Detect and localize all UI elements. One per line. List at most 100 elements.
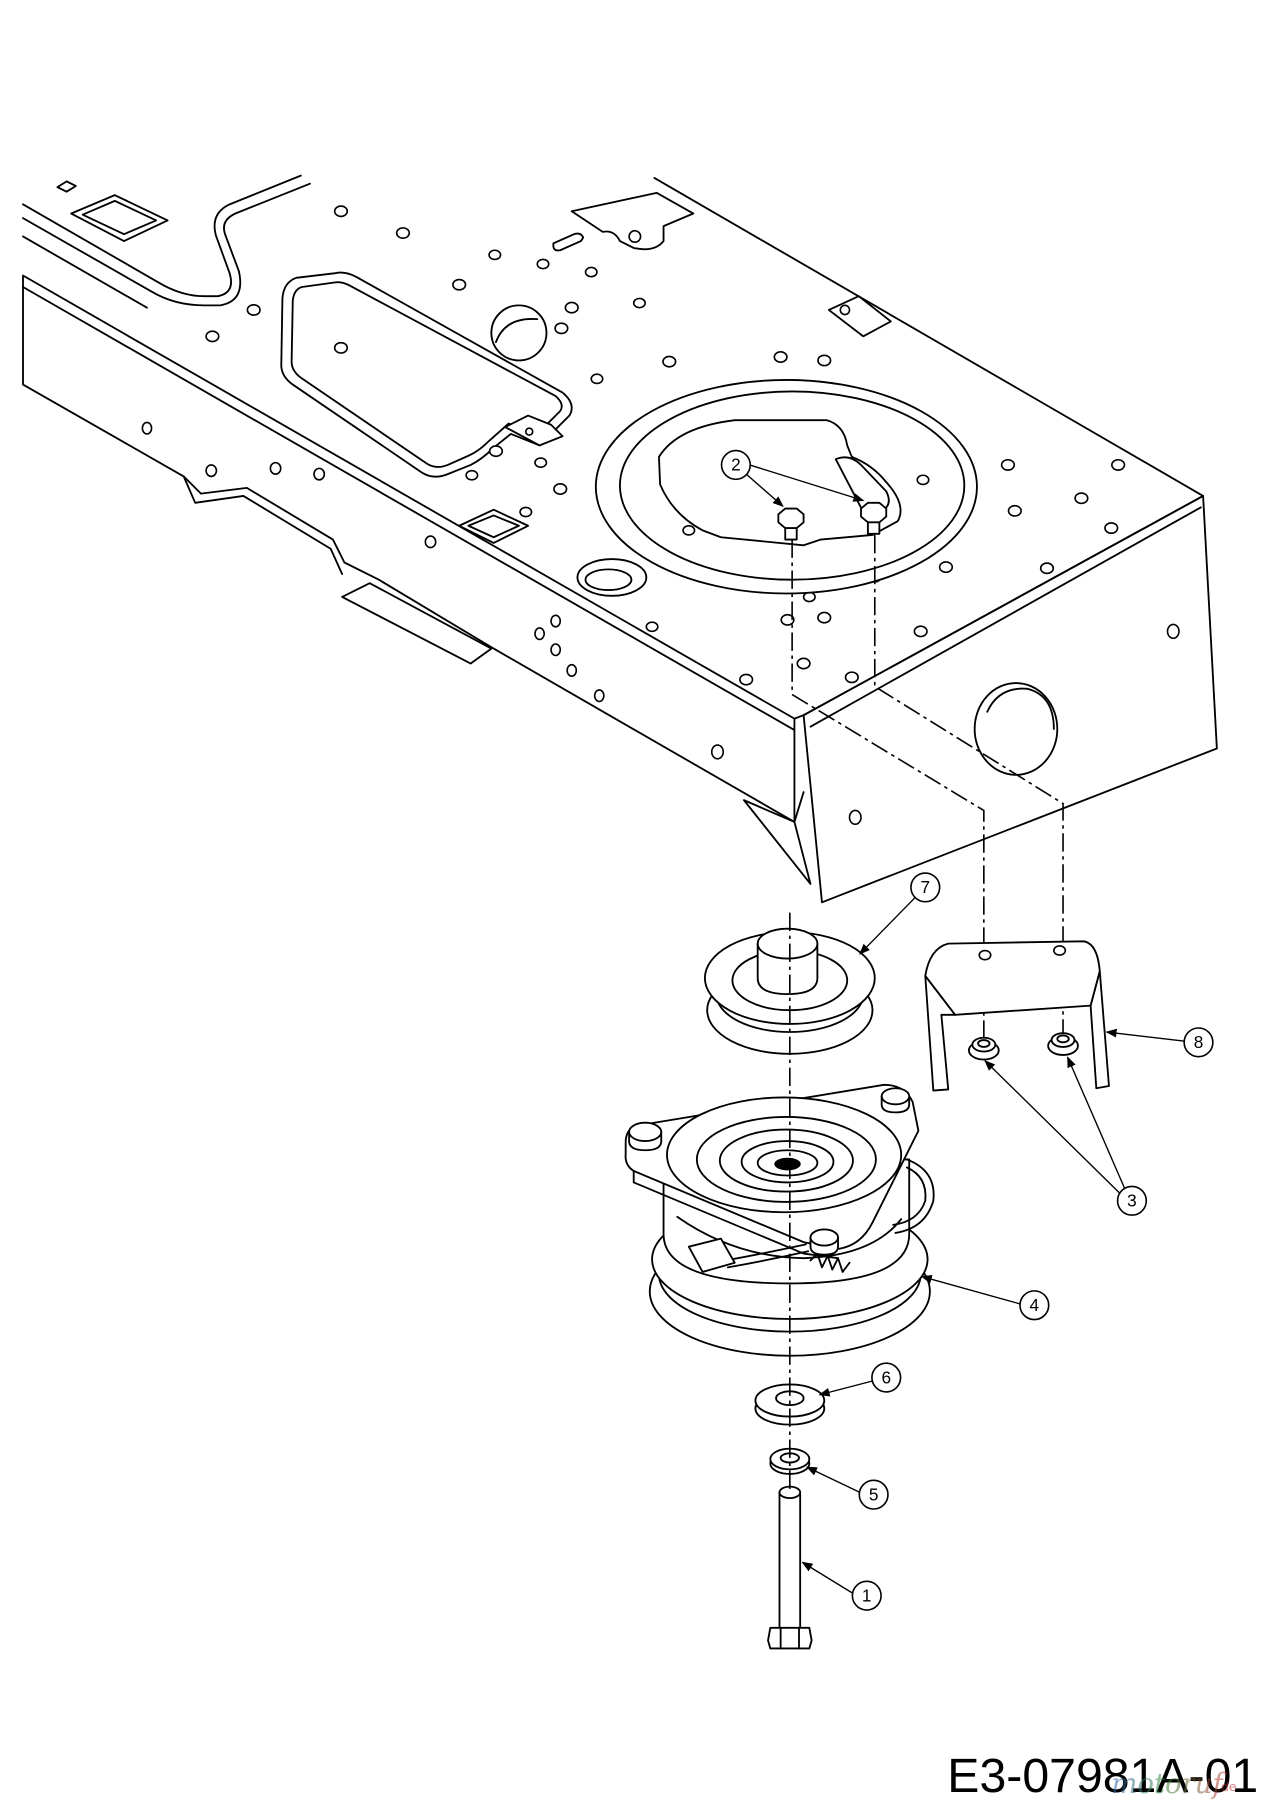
clutch-wire-loop (894, 1158, 935, 1234)
assembly-line-bolt-b (873, 534, 1064, 1039)
mount-hole (1104, 522, 1119, 535)
mount-hole (488, 445, 504, 458)
electric-clutch-4 (624, 1083, 935, 1357)
square-cutout-inner (81, 199, 158, 236)
clutch-stud-bottom (809, 1228, 839, 1256)
bolt-1 (767, 1485, 813, 1650)
callout-leader-2a (745, 473, 784, 507)
mount-hole (632, 297, 646, 309)
flange-nut-3b (1047, 1032, 1079, 1056)
bolt-shaft (778, 1491, 802, 1632)
mount-hole (1007, 504, 1022, 517)
clutch-plate-edge (632, 1170, 839, 1260)
callout-circle-3 (1116, 1185, 1148, 1216)
mount-hole (553, 483, 568, 496)
bolt-hex-head (767, 1626, 813, 1650)
bolt-hex-head (777, 507, 805, 529)
mount-hole (1039, 562, 1055, 575)
frame-side-fold-line (22, 286, 796, 732)
callout-label-6: 6 (881, 1367, 891, 1387)
callout-circle-8 (1183, 1027, 1214, 1058)
callout-label-3: 3 (1127, 1191, 1137, 1211)
bracket-hole (978, 949, 992, 961)
oval-slot-inner (584, 568, 633, 591)
mount-hole (333, 341, 349, 354)
clutch-housing-seam (676, 1215, 903, 1260)
mount-hole (848, 809, 862, 826)
small-slot (552, 232, 585, 252)
mount-hole (780, 613, 795, 626)
bolt-2a (777, 507, 805, 541)
nut-thread-hole (977, 1039, 991, 1048)
callout-leader-3b (1067, 1056, 1126, 1190)
stud-top (809, 1228, 839, 1247)
frame-corner-edge (793, 714, 805, 823)
frame-top-back-edge (653, 177, 1205, 497)
callout-leader-1 (801, 1561, 854, 1594)
small-plate-cutout (827, 295, 892, 338)
callout-label-4: 4 (1030, 1295, 1040, 1315)
mount-hole (246, 303, 261, 316)
clutch-ring-outer (695, 1116, 877, 1203)
callout-circle-7 (910, 872, 941, 903)
clutch-stud-right (880, 1087, 911, 1114)
mount-hole (913, 625, 928, 638)
mount-hole (564, 301, 579, 314)
mount-hole (519, 506, 533, 518)
mount-hole (710, 744, 725, 760)
frame-under-bracket (742, 799, 812, 885)
mount-hole (682, 524, 696, 536)
callout-label-7: 7 (920, 877, 930, 897)
callout-label-1: 1 (862, 1585, 872, 1605)
bolt-head-flats (779, 1626, 800, 1650)
callout-leader-5 (806, 1466, 861, 1493)
watermark-name: motoruf (1111, 1768, 1227, 1800)
mount-hole (645, 621, 659, 633)
callout-label-2: 2 (731, 455, 741, 475)
mount-hole (844, 671, 859, 684)
clutch-wire-inner (726, 1250, 810, 1269)
clutch-stud-left (628, 1121, 663, 1152)
mount-hole (796, 657, 811, 670)
mount-hole (488, 249, 502, 261)
mount-hole (534, 627, 545, 641)
drawing-code: E3-07981A-01 (947, 1749, 1258, 1800)
clutch-wire-loop-inner (892, 1166, 927, 1226)
stud-top (628, 1121, 663, 1142)
cutout-tab-hole (524, 427, 534, 436)
frame-right-fold-line (809, 506, 1202, 728)
mount-hole (536, 258, 550, 270)
frame-top-front-edge (802, 495, 1205, 717)
tractor-frame (22, 174, 1218, 904)
callout-label-5: 5 (869, 1484, 879, 1504)
mount-hole (205, 464, 218, 478)
oval-slot (576, 558, 648, 597)
large-oval-cutout (280, 271, 573, 478)
callout-circle-6 (871, 1362, 902, 1393)
mount-hole (205, 330, 220, 343)
stud-top (880, 1087, 911, 1106)
callout-leader-3a (984, 1059, 1121, 1195)
mount-hole (534, 457, 548, 469)
frame-rail-lower (22, 235, 148, 309)
bolt-2b (860, 501, 888, 535)
callout-leader-4 (920, 1274, 1021, 1305)
mount-hole (1074, 492, 1089, 505)
mount-hole (424, 535, 437, 549)
callout-circle-5 (858, 1479, 889, 1510)
callout-leader-2b (749, 464, 865, 502)
mount-hole (1111, 458, 1126, 471)
frame-side-step (182, 475, 344, 575)
mount-hole (662, 355, 677, 368)
mount-hole (773, 351, 788, 363)
mount-hole (465, 469, 479, 481)
mount-hole (554, 322, 569, 335)
pulley-hub-top (756, 927, 819, 960)
bracket-top-face (924, 940, 1101, 1016)
mount-hole (817, 354, 832, 367)
mount-hole (269, 461, 282, 475)
front-square-cutout (458, 508, 530, 544)
frame-side-flange (341, 582, 493, 665)
large-oval-cutout-inner (290, 281, 563, 468)
